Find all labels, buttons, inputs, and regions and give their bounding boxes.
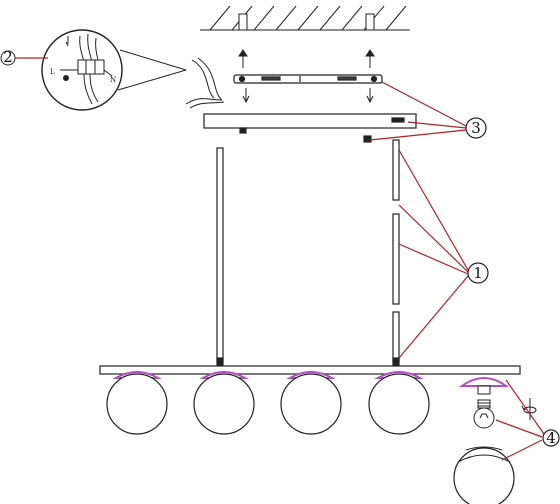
globe-3 (280, 371, 342, 435)
callout-1: 1 (467, 262, 489, 284)
callout-2-text: 2 (3, 48, 13, 66)
wiring-detail: L N (41, 29, 187, 111)
callout-3-text: 3 (471, 119, 481, 137)
suspension-rods (216, 139, 400, 367)
callout-1-text: 1 (473, 264, 483, 282)
callout-4: 4 (542, 429, 560, 447)
ceiling-hatch (200, 5, 410, 31)
ground-icon (63, 75, 69, 81)
rotate-arrow-icon (521, 398, 537, 420)
screw-icon (238, 49, 375, 68)
callout-4-text: 4 (546, 429, 556, 447)
callout-3: 3 (465, 117, 487, 139)
callout-2: 2 (0, 48, 48, 66)
globe-1 (106, 371, 168, 435)
supply-wires (185, 57, 225, 109)
bulb-icon (473, 399, 495, 429)
label-n: N (110, 76, 116, 84)
globe-5 (453, 446, 515, 504)
mounting-bracket (233, 74, 383, 84)
bracket-screws (242, 88, 374, 104)
globe-5-shade (458, 377, 510, 395)
canopy (203, 113, 417, 143)
globe-2 (193, 371, 255, 435)
label-l: L (50, 68, 55, 76)
leader-lines (369, 81, 545, 461)
globe-4 (368, 371, 430, 435)
